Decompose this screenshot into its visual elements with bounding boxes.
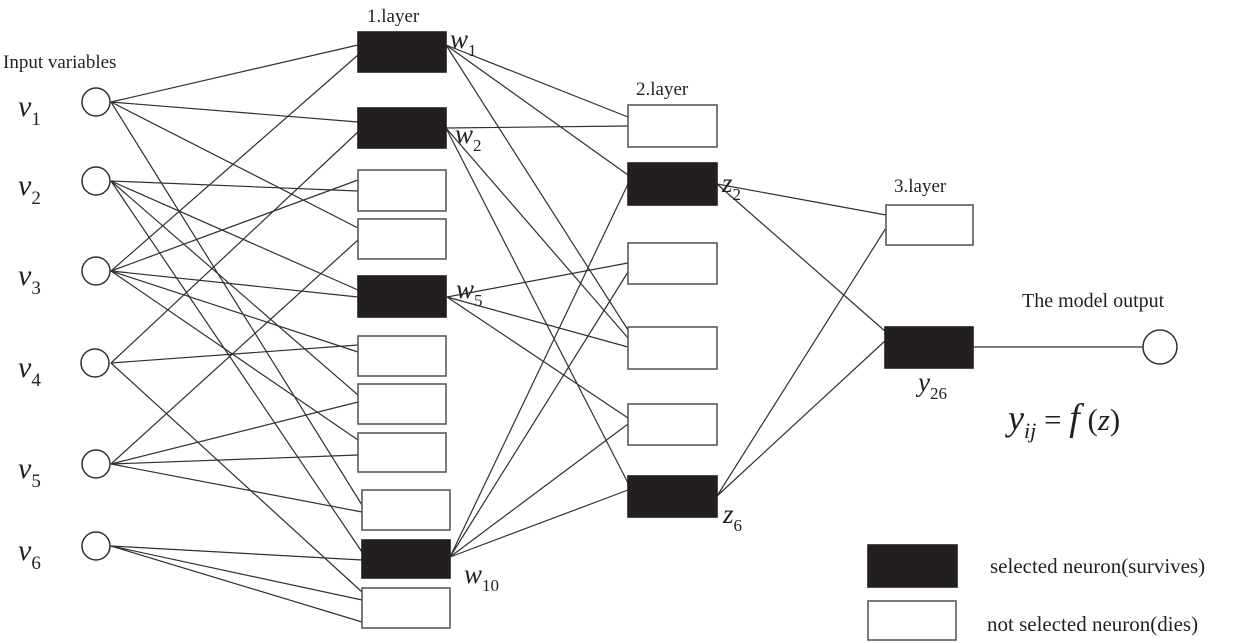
neuron-label-z2: z2	[721, 168, 741, 204]
neuron-label-z6: z6	[722, 499, 742, 535]
layer2-neuron-4	[627, 326, 718, 370]
input-node-v6	[81, 531, 111, 561]
neuron-label-w1: w1	[450, 24, 477, 60]
connection-line	[110, 54, 359, 272]
connection-line	[110, 101, 363, 506]
layer1-neuron-3	[357, 169, 447, 212]
connection-line	[110, 362, 363, 593]
layer1-neuron-7	[357, 383, 447, 425]
input-label-v4: v4	[18, 351, 41, 391]
layer1-neuron-4	[357, 218, 447, 260]
connection-line	[446, 262, 629, 298]
connection-line	[110, 401, 359, 465]
connection-line	[716, 183, 887, 216]
layer1-neuron-8	[357, 432, 447, 473]
connection-line	[110, 180, 359, 291]
layer1-neuron-6	[357, 335, 447, 377]
connection-line	[110, 463, 363, 513]
output-formula: yij = f (z)	[1005, 397, 1120, 443]
legend-swatch-selected	[867, 544, 958, 588]
connection-line	[446, 296, 629, 419]
layer2-label: 2.layer	[636, 79, 689, 100]
layer3-neuron-y26	[884, 326, 974, 369]
layer2-neuron-z2	[627, 162, 718, 206]
output-node	[1142, 329, 1178, 365]
neuron-boxes-group	[357, 31, 974, 641]
legend-swatch-not-selected	[867, 600, 957, 641]
connection-line	[110, 344, 359, 364]
layer1-neuron-w1	[357, 31, 447, 73]
connection-line	[716, 183, 887, 333]
input-label-v5: v5	[18, 452, 41, 492]
connection-line	[445, 44, 629, 118]
connections-group	[110, 44, 1143, 623]
connection-line	[110, 101, 359, 123]
connection-line	[449, 423, 629, 558]
layer3-label: 3.layer	[894, 176, 947, 197]
legend-not-selected-label: not selected neuron(dies)	[987, 612, 1198, 636]
connection-line	[110, 545, 363, 561]
model-output-label: The model output	[1022, 290, 1165, 312]
connection-line	[110, 180, 363, 553]
layer2-neuron-1	[627, 104, 718, 148]
layer1-neuron-w5	[357, 275, 447, 318]
connection-line	[449, 489, 629, 558]
layer1-neuron-w2	[357, 107, 447, 149]
connection-line	[449, 183, 629, 558]
connection-line	[110, 101, 359, 229]
legend-selected-label: selected neuron(survives)	[990, 554, 1205, 578]
input-node-v1	[81, 87, 111, 117]
input-node-v2	[81, 166, 111, 196]
neuron-label-w5: w5	[456, 274, 483, 310]
connection-line	[110, 180, 359, 396]
connection-line	[445, 44, 629, 176]
connection-line	[110, 545, 363, 623]
connection-line	[110, 270, 359, 353]
connection-line	[110, 545, 363, 601]
connection-line	[445, 127, 629, 484]
node-labels-group: v1 v2 v3 v4 v5 v6 w1 w2 w5 w10 z2 z6 y26	[18, 24, 947, 595]
input-label-v2: v2	[18, 169, 41, 209]
connection-line	[449, 271, 629, 558]
connection-line	[110, 131, 359, 364]
connection-line	[446, 296, 629, 348]
connection-line	[110, 44, 359, 103]
input-label-v6: v6	[18, 534, 41, 574]
input-label-v3: v3	[18, 259, 41, 299]
input-variables-label: Input variables	[3, 52, 116, 73]
connection-line	[716, 227, 887, 497]
neuron-label-y26: y26	[915, 367, 947, 403]
input-output-nodes-group	[80, 87, 1178, 561]
input-node-v4	[80, 348, 110, 378]
connection-line	[445, 127, 629, 339]
connection-line	[110, 454, 359, 465]
input-node-v5	[81, 449, 111, 479]
connection-line	[716, 339, 887, 497]
layer1-label: 1.layer	[367, 6, 420, 27]
connection-line	[110, 270, 359, 298]
layer1-neuron-w10	[361, 539, 451, 579]
layer2-neuron-5	[627, 403, 718, 446]
connection-line	[110, 270, 359, 441]
neuron-label-w2: w2	[455, 119, 482, 155]
layer1-neuron-11	[361, 587, 451, 629]
connection-line	[110, 180, 359, 192]
neuron-label-w10: w10	[464, 559, 499, 595]
connection-line	[445, 44, 629, 331]
input-node-v3	[81, 256, 111, 286]
connection-line	[445, 125, 629, 129]
layer2-neuron-3	[627, 242, 718, 285]
connection-line	[110, 239, 359, 465]
connection-line	[110, 179, 359, 272]
layer1-neuron-9	[361, 489, 451, 531]
layer2-neuron-z6	[627, 475, 718, 518]
layer3-neuron-1	[885, 204, 974, 246]
input-label-v1: v1	[18, 90, 41, 130]
